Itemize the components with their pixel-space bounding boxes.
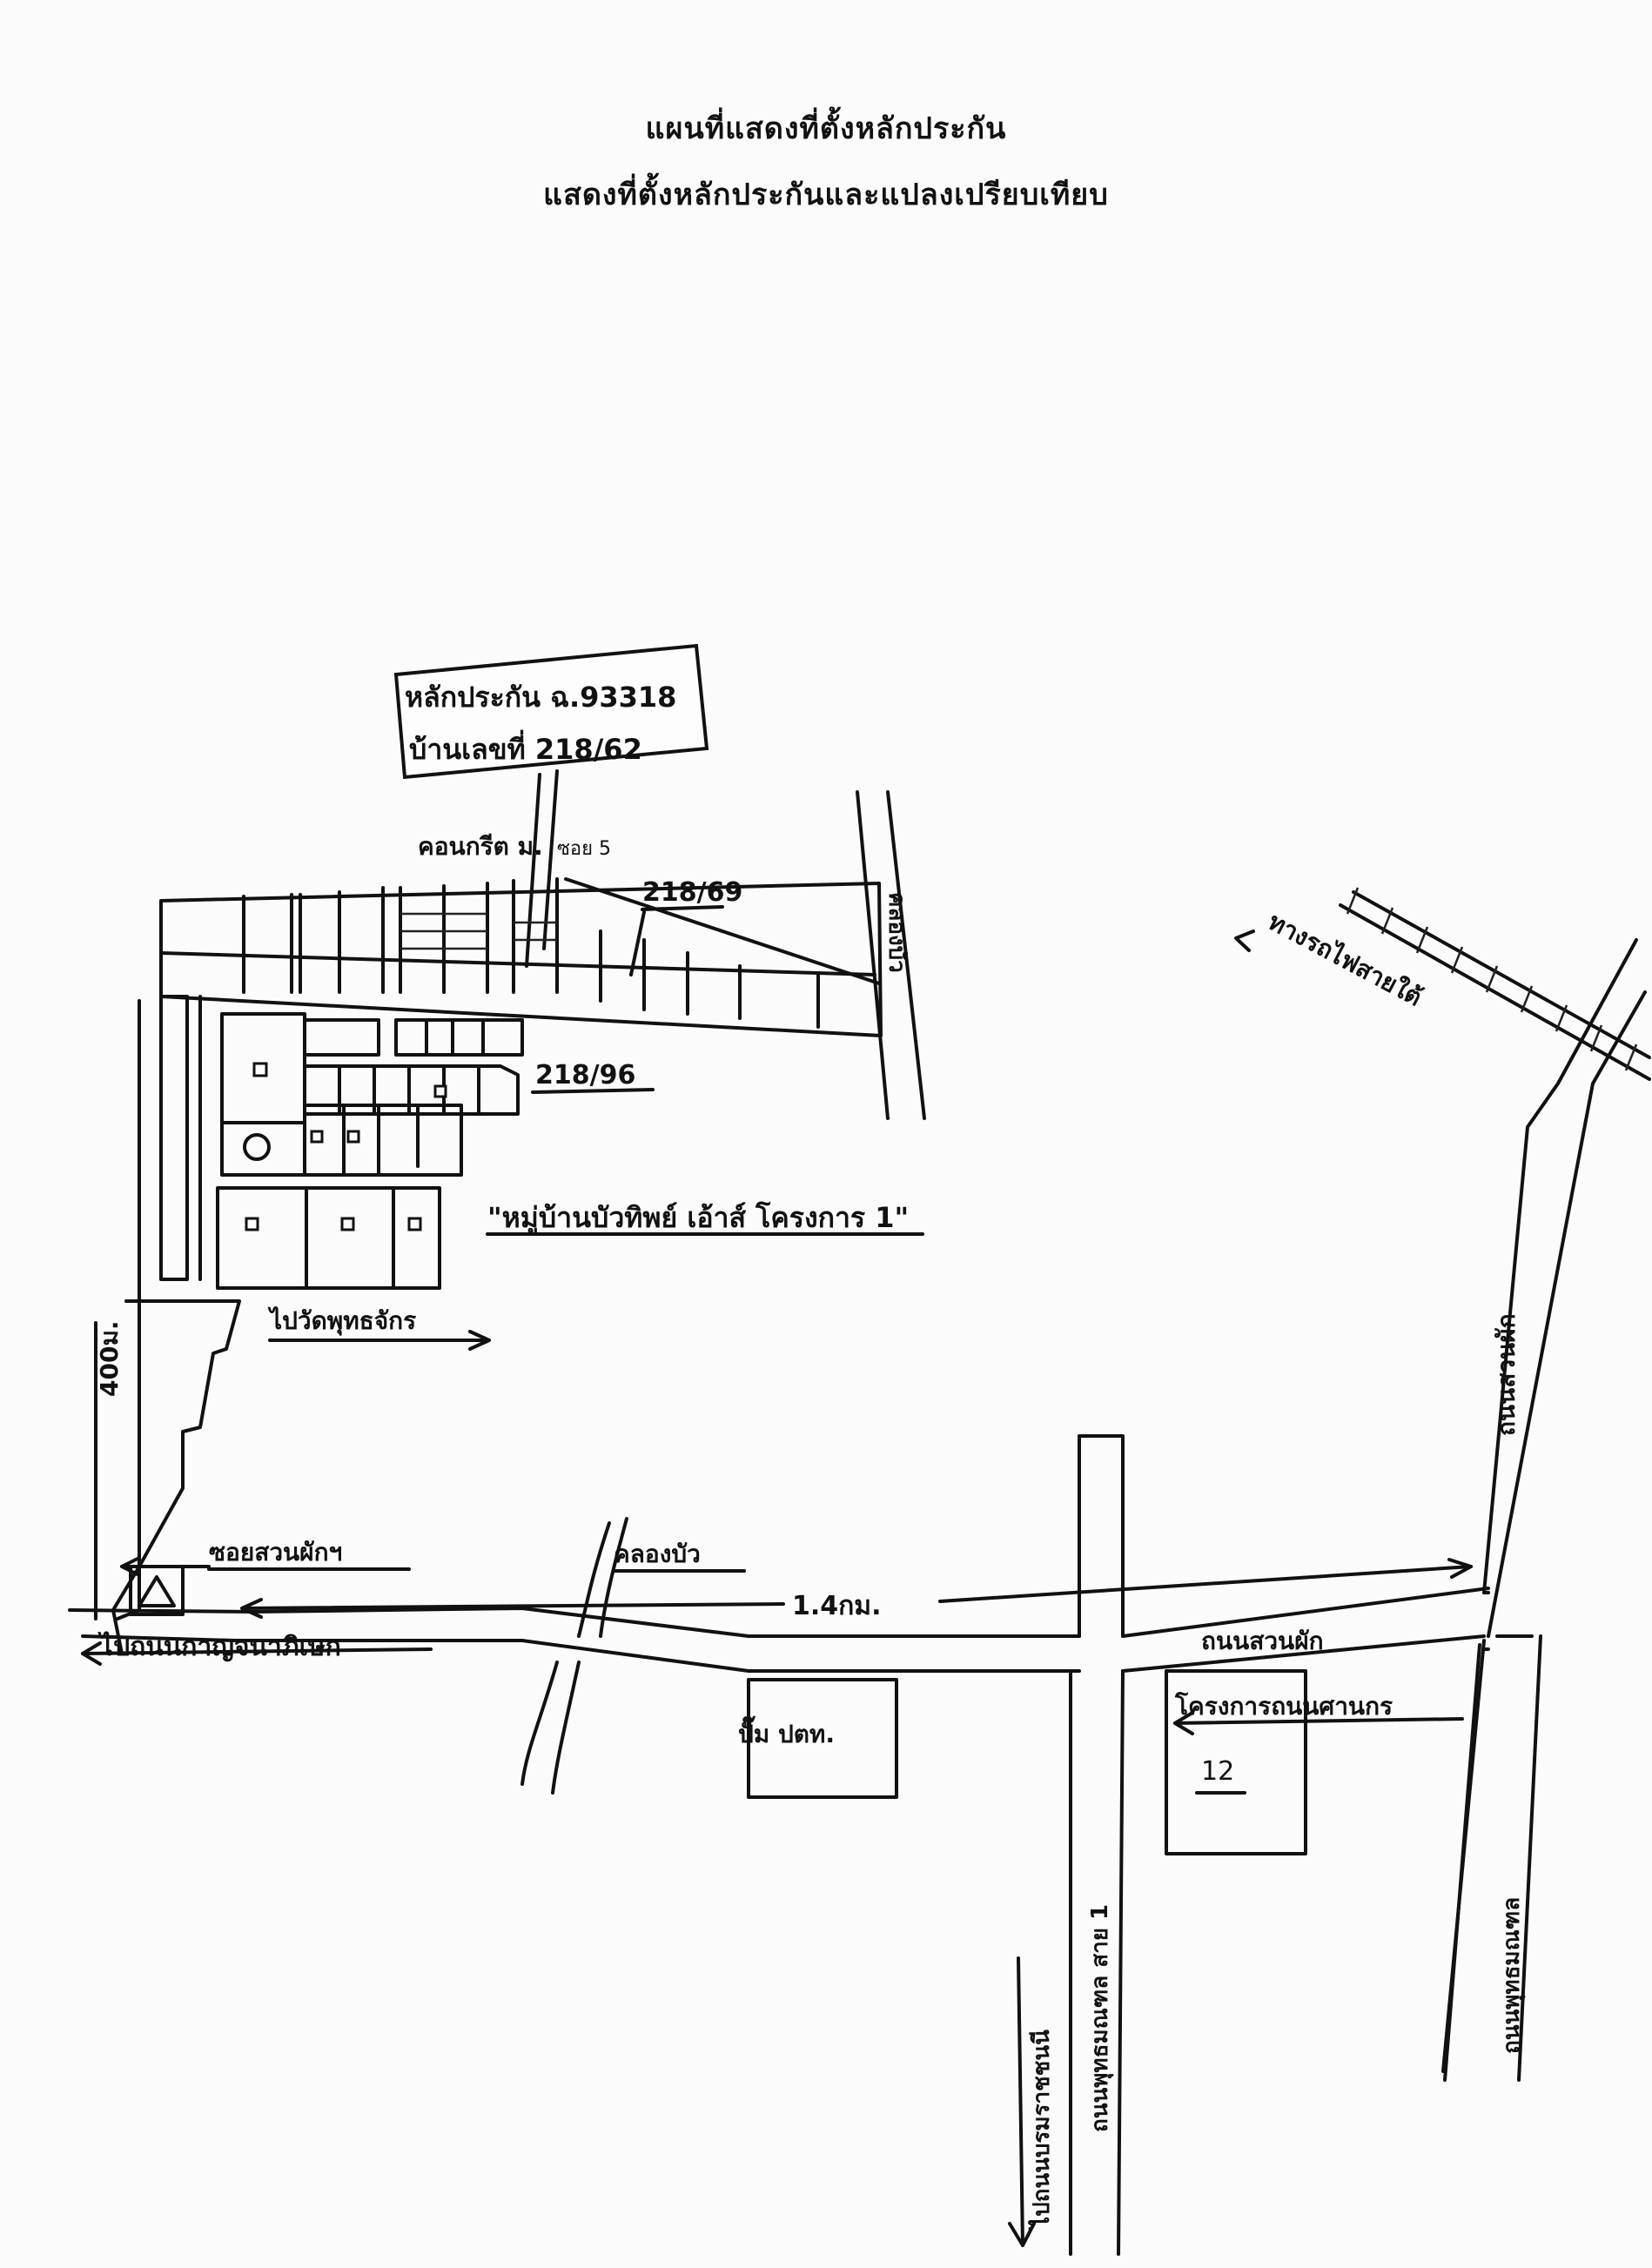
soi-label: คอนกรีต ม. — [418, 832, 543, 861]
village-name-label: "หมู่บ้านบัวทิพย์ เอ้าส์ โครงการ 1" — [487, 1201, 909, 1236]
distance-14-label: 1.4กม. — [792, 1591, 881, 1621]
house-218-69-label: 218/69 — [642, 877, 742, 908]
callout-pointer-line-2 — [542, 769, 559, 950]
callout-pointer-line — [525, 773, 541, 968]
project-box — [1165, 1669, 1307, 1855]
village-block — [138, 877, 883, 1325]
map-title: แผนที่แสดงที่ตั้งหลักประกัน — [645, 111, 1007, 146]
gas-station-box — [747, 1678, 898, 1799]
left-strip — [159, 995, 189, 1281]
soi-suan-label: ซอยสวนผักฯ — [209, 1538, 342, 1567]
house-218-96-label: 218/96 — [535, 1060, 635, 1090]
soi-number-label: ซอย 5 — [557, 838, 611, 860]
diagonal-road — [564, 877, 881, 985]
road-top-vertical-label: คลองบัว — [883, 892, 910, 973]
triangle-marker — [138, 1575, 176, 1607]
suan-phak-road-label: ถนนสวนผัก — [1201, 1627, 1324, 1655]
to-wat-label: ไปวัดพุทธจักร — [267, 1306, 416, 1336]
vertical-road-right: ถนนสวนผัก — [1441, 938, 1647, 2082]
road-bottom-mid-label: ถนนพุทธมณฑล สาย 1 — [1087, 1904, 1114, 2132]
collateral-id-label: หลักประกัน ฉ.93318 — [405, 681, 676, 714]
distance-400-label: 400ม. — [95, 1320, 124, 1397]
road-right-vertical-label: ถนนสวนผัก — [1492, 1313, 1521, 1436]
main-road — [68, 1587, 1490, 1673]
vertical-road-center — [1069, 1434, 1125, 2256]
strip-divider — [159, 951, 876, 976]
left-soi-road — [111, 1299, 241, 1655]
railway: ทางรถไฟสายใต้ — [1234, 887, 1651, 1081]
gas-station-label: ปั๊ม ปตท. — [738, 1716, 835, 1748]
khlong-bua-label: คลองบัว — [614, 1540, 701, 1568]
collateral-house-label: บ้านเลขที่ 218/62 — [409, 729, 642, 766]
canal-line-1 — [577, 1521, 611, 1638]
collateral-callout: หลักประกัน ฉ.93318 บ้านเลขที่ 218/62 — [393, 643, 709, 968]
road-bottom-right-label: ถนนพุทธมณฑล — [1499, 1897, 1526, 2054]
circle-marker — [243, 1133, 271, 1161]
map-subtitle: แสดงที่ตั้งหลักประกันและแปลงเปรียบเทียบ — [543, 178, 1109, 212]
railway-label: ทางรถไฟสายใต้ — [1264, 907, 1427, 1012]
canal-line-2 — [520, 1661, 559, 1786]
road-bottom-left-label: ไปถนนบรมราชชนนี — [1027, 2030, 1055, 2231]
collateral-box — [393, 643, 709, 780]
vertical-road-top: คลองบัว — [856, 790, 926, 1120]
main-road-label: ไปถนนกาญจนาภิเษก — [97, 1631, 341, 1662]
project-number-label: 12 — [1201, 1756, 1234, 1787]
project-label: โครงการถนนศานกร — [1174, 1691, 1393, 1721]
